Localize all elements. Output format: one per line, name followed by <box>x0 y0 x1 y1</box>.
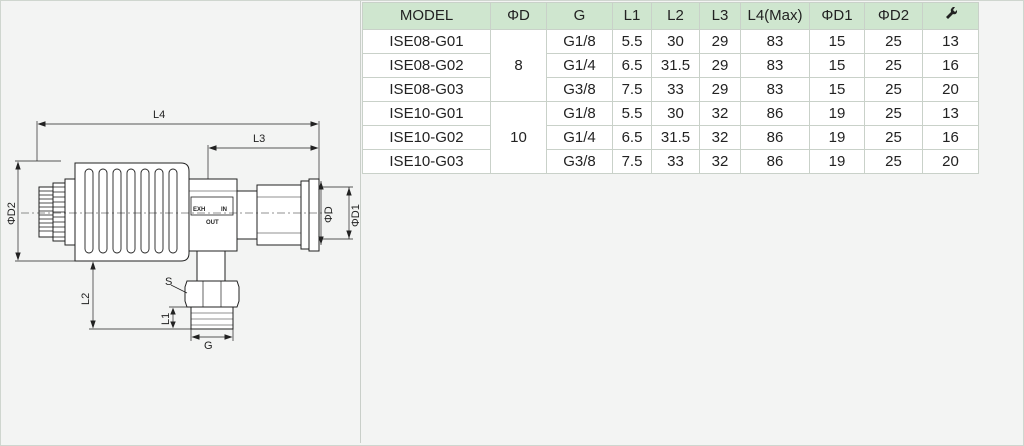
dim-label-d2: ΦD2 <box>6 202 18 225</box>
dim-label-g: G <box>204 340 213 352</box>
cell-l1: 6.5 <box>612 53 652 78</box>
cell-g: G1/4 <box>546 125 613 150</box>
cell-l3: 29 <box>699 53 741 78</box>
header-l4-max: L4(Max) <box>740 2 810 30</box>
cell-s: 16 <box>922 125 979 150</box>
cell-model: ISE10-G01 <box>362 101 491 126</box>
dim-label-l3: L3 <box>253 133 265 145</box>
cell-l3: 29 <box>699 29 741 54</box>
cell-d1: 15 <box>809 53 865 78</box>
dim-label-l4: L4 <box>153 109 165 121</box>
cell-g: G1/4 <box>546 53 613 78</box>
spec-table: MODEL ΦD G L1 L2 L3 L4(Max) ΦD1 ΦD2 ISE0… <box>362 2 979 174</box>
cell-l1: 7.5 <box>612 149 652 174</box>
dim-label-d1: ΦD1 <box>350 204 360 227</box>
technical-drawing-panel: L4 L3 ΦD2 ΦD ΦD1 L2 L1 G S EXH IN OUT <box>1 1 361 443</box>
header-l3: L3 <box>699 2 741 30</box>
cell-l3: 32 <box>699 101 741 126</box>
cell-l2: 33 <box>651 77 700 102</box>
cell-d2: 25 <box>864 53 923 78</box>
cell-d2: 25 <box>864 125 923 150</box>
cell-s: 20 <box>922 149 979 174</box>
cell-s: 16 <box>922 53 979 78</box>
dim-label-l2: L2 <box>80 293 92 305</box>
cell-g: G1/8 <box>546 101 613 126</box>
wrench-icon <box>945 7 957 19</box>
cell-l4: 86 <box>740 125 810 150</box>
dim-label-d: ΦD <box>323 206 335 223</box>
cell-model: ISE10-G02 <box>362 125 491 150</box>
dim-label-s: S <box>165 276 172 288</box>
table-row: ISE10-G02 G1/4 6.5 31.5 32 86 19 25 16 <box>362 125 979 150</box>
cell-model: ISE08-G01 <box>362 29 491 54</box>
cell-d1: 19 <box>809 149 865 174</box>
cell-model: ISE08-G02 <box>362 53 491 78</box>
cell-d1: 15 <box>809 29 865 54</box>
cell-model: ISE08-G03 <box>362 77 491 102</box>
table-row: ISE08-G03 G3/8 7.5 33 29 83 15 25 20 <box>362 77 979 102</box>
table-row: ISE08-G02 G1/4 6.5 31.5 29 83 15 25 16 <box>362 53 979 78</box>
cell-d2: 25 <box>864 101 923 126</box>
header-g: G <box>546 2 613 30</box>
cell-l4: 86 <box>740 149 810 174</box>
cell-l3: 32 <box>699 149 741 174</box>
fitting-drawing: L4 L3 ΦD2 ΦD ΦD1 L2 L1 G S EXH IN OUT <box>6 109 360 352</box>
header-phi-d: ΦD <box>490 2 547 30</box>
cell-l4: 83 <box>740 29 810 54</box>
cell-l1: 6.5 <box>612 125 652 150</box>
table-row: ISE08-G01 8 G1/8 5.5 30 29 83 15 25 13 <box>362 29 979 102</box>
header-l2: L2 <box>651 2 700 30</box>
cell-d1: 19 <box>809 125 865 150</box>
cell-phi-d: 8 <box>490 29 547 102</box>
cell-l1: 5.5 <box>612 29 652 54</box>
cell-s: 13 <box>922 29 979 54</box>
cell-g: G3/8 <box>546 77 613 102</box>
header-model: MODEL <box>362 2 491 30</box>
cell-l4: 83 <box>740 53 810 78</box>
cell-phi-d: 10 <box>490 101 547 174</box>
cell-l2: 30 <box>651 101 700 126</box>
cell-g: G1/8 <box>546 29 613 54</box>
cell-d2: 25 <box>864 29 923 54</box>
table-row: ISE10-G01 10 G1/8 5.5 30 32 86 19 25 13 <box>362 101 979 174</box>
cell-l1: 5.5 <box>612 101 652 126</box>
cell-d2: 25 <box>864 77 923 102</box>
cell-l3: 29 <box>699 77 741 102</box>
header-phi-d2: ΦD2 <box>864 2 923 30</box>
cell-d1: 15 <box>809 77 865 102</box>
table-header-row: MODEL ΦD G L1 L2 L3 L4(Max) ΦD1 ΦD2 <box>362 2 979 30</box>
cell-l2: 30 <box>651 29 700 54</box>
table-row: ISE10-G03 G3/8 7.5 33 32 86 19 25 20 <box>362 149 979 174</box>
cell-s: 13 <box>922 101 979 126</box>
port-label-exh: EXH <box>193 207 205 213</box>
cell-l2: 31.5 <box>651 53 700 78</box>
cell-l4: 86 <box>740 101 810 126</box>
header-phi-d1: ΦD1 <box>809 2 865 30</box>
cell-l2: 33 <box>651 149 700 174</box>
header-l1: L1 <box>612 2 652 30</box>
cell-d2: 25 <box>864 149 923 174</box>
empty-panel-area <box>362 184 1022 444</box>
port-label-in: IN <box>221 207 227 213</box>
cell-g: G3/8 <box>546 149 613 174</box>
cell-l1: 7.5 <box>612 77 652 102</box>
cell-s: 20 <box>922 77 979 102</box>
port-label-out: OUT <box>206 220 219 226</box>
cell-d1: 19 <box>809 101 865 126</box>
cell-l2: 31.5 <box>651 125 700 150</box>
header-wrench <box>922 2 979 30</box>
dim-label-l1: L1 <box>160 313 172 325</box>
cell-model: ISE10-G03 <box>362 149 491 174</box>
cell-l3: 32 <box>699 125 741 150</box>
cell-l4: 83 <box>740 77 810 102</box>
